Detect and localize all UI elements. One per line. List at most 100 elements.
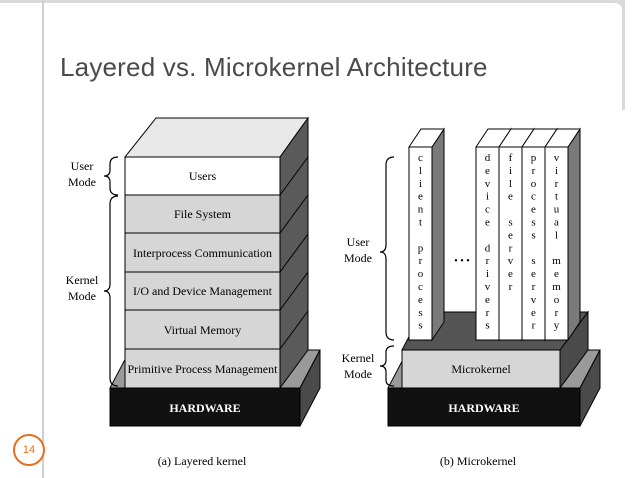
process-column-letter: i <box>486 268 489 280</box>
layer-side-divider-1 <box>279 194 309 234</box>
process-column-letter: o <box>531 178 537 190</box>
layer-users: Users <box>124 156 281 196</box>
process-column-letter: r <box>555 307 559 319</box>
process-column-letter: i <box>419 178 422 190</box>
layered-stack-top <box>123 117 309 158</box>
process-column-letter: e <box>508 229 513 241</box>
process-column-front-4 <box>544 146 569 341</box>
micro-hardware-label: HARDWARE <box>448 401 519 415</box>
layer-file-system-label: File System <box>174 207 232 221</box>
process-column-letter: v <box>554 152 560 164</box>
process-column-letter: y <box>554 320 560 332</box>
process-column-letter: c <box>418 152 423 164</box>
microkernel-figure: HARDWARE Microkernel clientprocessdevice… <box>342 127 601 468</box>
process-column-letter: r <box>532 165 536 177</box>
layer-side-divider-0 <box>279 156 309 196</box>
layer-io-device-box <box>124 271 281 311</box>
process-column-letter: d <box>485 152 491 164</box>
microkernel-label: Microkernel <box>451 362 511 376</box>
process-column-letter: r <box>509 242 513 254</box>
process-column-front-0 <box>408 146 433 341</box>
layer-primitive-process: Primitive Process Management <box>124 348 281 389</box>
kernel-mode-brace-b <box>379 345 395 387</box>
process-column-letter: s <box>531 217 535 229</box>
layer-file-system: File System <box>124 194 281 234</box>
process-column-letter: l <box>509 178 512 190</box>
process-column-letter: l <box>419 165 422 177</box>
process-column-letter: m <box>552 255 561 267</box>
process-column-letter: r <box>532 281 536 293</box>
kernel-mode-label-a-2: Mode <box>68 289 96 303</box>
process-column-letter: o <box>418 268 424 280</box>
kernel-mode-label-b-2: Mode <box>344 367 372 381</box>
process-column-letter: v <box>485 178 491 190</box>
slide-number: 14 <box>22 444 36 456</box>
process-column-letter: s <box>508 217 512 229</box>
layer-primitive-process-box <box>124 348 281 389</box>
process-column-letter: n <box>418 204 424 216</box>
process-column-letter: m <box>552 281 561 293</box>
process-column-letter: t <box>555 191 558 203</box>
micro-ellipsis: • • • <box>454 256 470 267</box>
process-column-letter: r <box>509 281 513 293</box>
layered-hardware-label: HARDWARE <box>169 401 240 415</box>
process-column-letter: e <box>508 191 513 203</box>
process-column-letter: e <box>418 294 423 306</box>
process-column-letter: c <box>485 204 490 216</box>
process-column-letter: e <box>485 294 490 306</box>
user-mode-brace-a <box>103 156 119 196</box>
process-column-letter: r <box>486 307 490 319</box>
process-column-letter: e <box>554 268 559 280</box>
layered-kernel-figure: HARDWARE Users File System Interprocess … <box>66 116 321 468</box>
process-column-letter: l <box>555 229 558 241</box>
process-column-letter: r <box>555 178 559 190</box>
layer-virtual-memory-box <box>124 309 281 350</box>
process-column-letter: e <box>531 204 536 216</box>
micro-hardware-front <box>387 387 581 427</box>
layer-file-system-box <box>124 194 281 234</box>
layer-users-box <box>124 156 281 196</box>
slide-number-badge: 14 <box>13 434 45 466</box>
user-mode-label-b-2: Mode <box>344 251 372 265</box>
process-column-letter: v <box>531 294 537 306</box>
kernel-mode-label-a-1: Kernel <box>66 273 99 287</box>
process-column-letter: d <box>485 242 491 254</box>
process-column-letter: t <box>419 217 422 229</box>
process-column-letter: i <box>509 165 512 177</box>
user-mode-brace-b <box>379 156 395 341</box>
slide-title: Layered vs. Microkernel Architecture <box>60 52 488 82</box>
slide-frame-right <box>622 0 625 110</box>
layer-virtual-memory: Virtual Memory <box>124 309 281 350</box>
layer-ipc-label: Interprocess Communication <box>133 246 272 260</box>
kernel-mode-label-b-1: Kernel <box>342 351 375 365</box>
layer-io-device: I/O and Device Management <box>124 271 281 311</box>
layer-ipc: Interprocess Communication <box>124 232 281 273</box>
kernel-mode-brace-a <box>103 195 119 387</box>
process-column-letter: c <box>531 191 536 203</box>
process-column-letter: p <box>531 152 537 164</box>
layer-ipc-box <box>124 232 281 273</box>
process-column-letter: a <box>554 217 559 229</box>
user-mode-label-a-1: User <box>71 159 94 173</box>
process-column-letter: e <box>485 165 490 177</box>
layer-side-divider-3 <box>279 271 309 311</box>
process-column-letter: e <box>531 307 536 319</box>
process-column-letter: p <box>418 242 424 254</box>
layer-side-divider-4 <box>279 310 309 350</box>
process-column-letter: r <box>486 255 490 267</box>
slide-frame-left <box>42 0 44 478</box>
user-mode-label-b-1: User <box>347 235 370 249</box>
process-column-letter: r <box>419 255 423 267</box>
process-column-letter: e <box>485 217 490 229</box>
microkernel-box <box>401 349 561 389</box>
layered-hardware-front <box>109 387 301 427</box>
process-column-letter: u <box>554 204 560 216</box>
process-column-letter: s <box>418 320 422 332</box>
process-column-letter: c <box>418 281 423 293</box>
process-column-side-4 <box>567 127 581 342</box>
process-column-letter: s <box>531 229 535 241</box>
process-column-letter: f <box>509 152 513 164</box>
layer-io-device-label: I/O and Device Management <box>133 284 273 298</box>
process-column-letter: s <box>418 307 422 319</box>
